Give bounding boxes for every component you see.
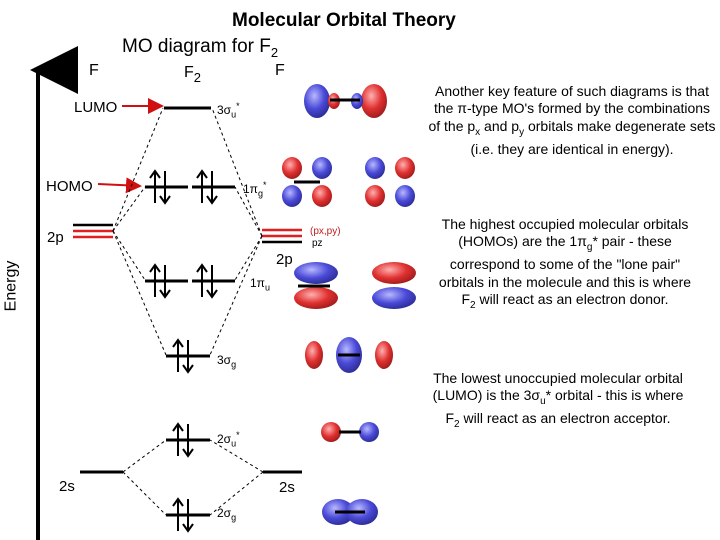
electron-spin-up-head: [149, 169, 161, 179]
note-lumo: The lowest unoccupied molecular orbital …: [432, 370, 684, 431]
left-2s-label: 2s: [59, 478, 75, 495]
mo-label-2su-star: 2σu*: [217, 430, 240, 449]
electron-pairs: [149, 169, 218, 533]
left-2p-levels: [73, 223, 113, 239]
orbital-picture-1pu: [294, 262, 416, 309]
homo-pointer: [97, 177, 142, 194]
orbital-picture-2sg: [322, 499, 378, 525]
right-2p-label: 2p: [276, 251, 293, 268]
page-title: Molecular Orbital Theory: [232, 10, 456, 31]
orbital-picture-1pg-star: [282, 157, 415, 207]
electron-spin-down-head: [182, 523, 194, 533]
mo-label-3su-star: 3σu*: [217, 101, 240, 120]
right-2s-label: 2s: [279, 479, 295, 496]
correlation-lines: [112, 107, 264, 516]
left-2p-label: 2p: [47, 229, 64, 246]
diagram-subtitle: MO diagram for F2: [122, 36, 279, 60]
electron-spin-up-head: [196, 263, 208, 273]
mo-label-2sg: 2σg: [217, 506, 237, 523]
orbital-picture-3su-star: [304, 84, 387, 118]
electron-spin-down-head: [182, 364, 194, 374]
orbital-picture-2su-star: [321, 422, 379, 442]
electron-spin-up-head: [172, 497, 184, 507]
pxpy-label: (px,py): [310, 226, 341, 237]
pz-label: pz: [312, 238, 323, 249]
right-atom-header: F: [275, 62, 285, 79]
electron-spin-up-head: [149, 263, 161, 273]
electron-spin-down-head: [159, 195, 171, 205]
electron-spin-down-head: [159, 289, 171, 299]
molecule-header: F2: [184, 64, 202, 85]
right-2p-levels: [262, 228, 302, 244]
electron-spin-down-head: [182, 448, 194, 458]
electron-spin-up-head: [172, 422, 184, 432]
electron-spin-up-head: [196, 169, 208, 179]
electron-spin-up-head: [172, 338, 184, 348]
orbital-picture-3sg: [305, 337, 393, 373]
mo-label-1pu: 1πu: [250, 276, 270, 293]
left-atom-header: F: [89, 62, 99, 79]
homo-label: HOMO: [46, 178, 93, 195]
mo-label-3sg: 3σg: [217, 353, 237, 370]
lumo-label: LUMO: [74, 99, 118, 116]
electron-spin-down-head: [206, 195, 218, 205]
electron-spin-down-head: [206, 289, 218, 299]
note-homo: The highest occupied molecular orbitals …: [438, 216, 692, 311]
note-degenerate-pi: Another key feature of such diagrams is …: [428, 83, 716, 157]
mo-label-1pg-star: 1πg*: [243, 180, 267, 199]
